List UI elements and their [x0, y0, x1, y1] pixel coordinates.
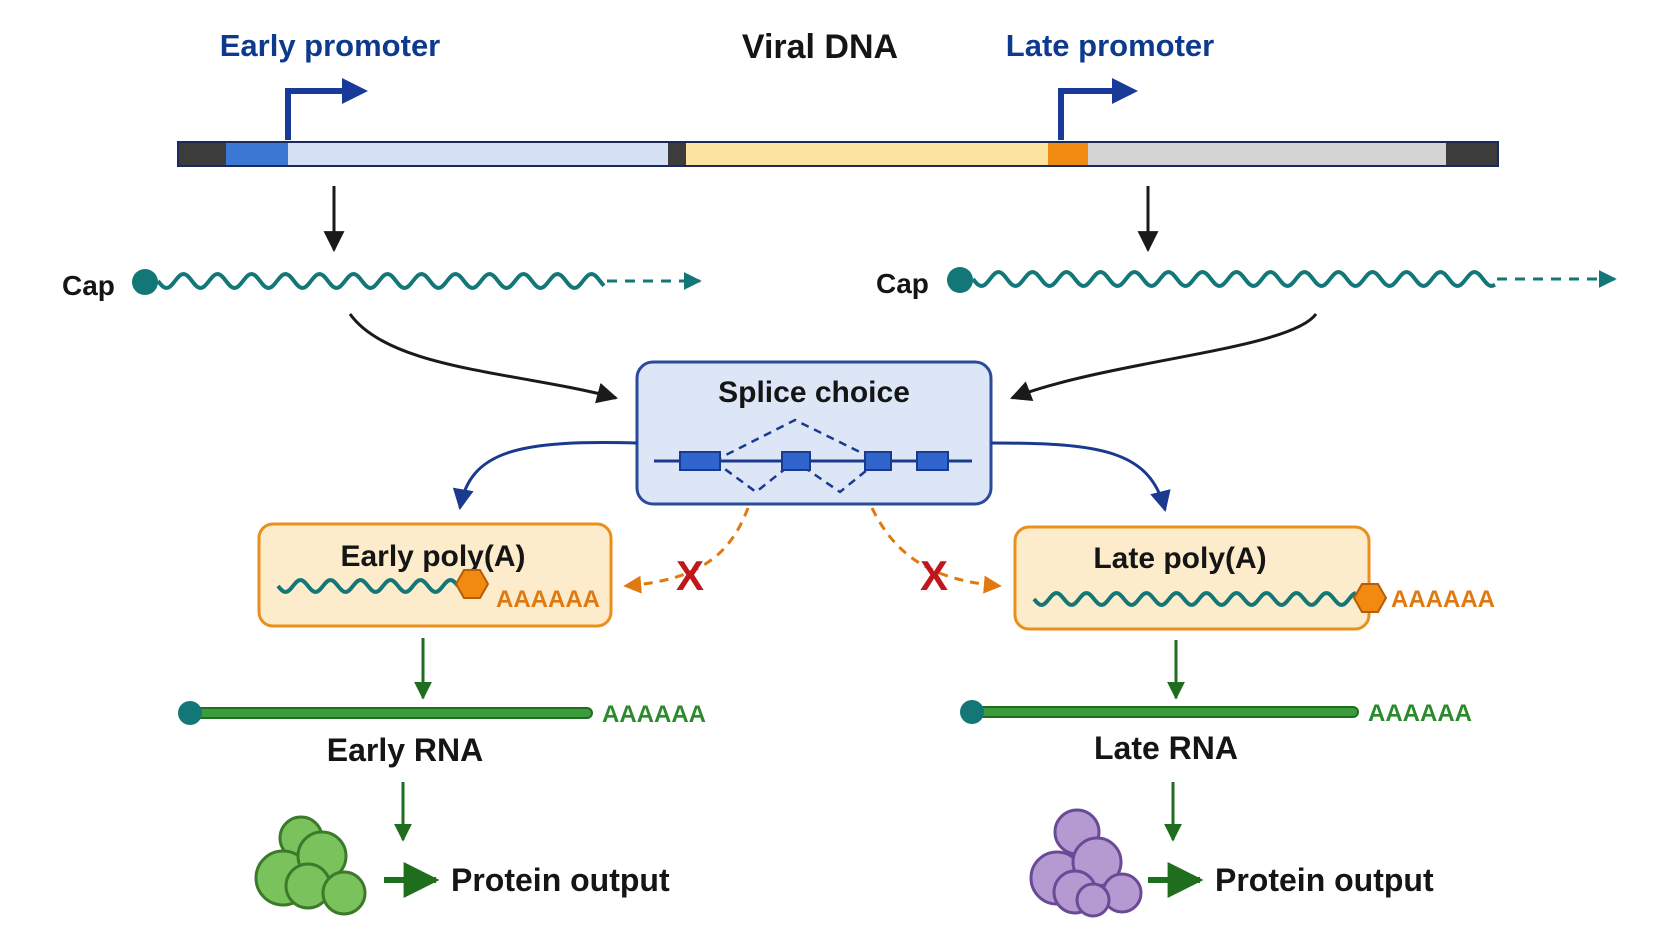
early-rna-tail: AAAAAA	[602, 701, 706, 728]
late-mature-rna: AAAAAA	[960, 700, 1472, 727]
early-gene-region	[288, 143, 668, 165]
splice-to-late-polya-arrow	[990, 441, 1171, 513]
early-rna-cap-icon	[178, 701, 202, 725]
early-promoter-block	[226, 143, 288, 165]
late-protein-label: Protein output	[1215, 862, 1434, 898]
late-to-splice-arrow	[1010, 313, 1318, 401]
splice-to-early-polya-arrow	[452, 441, 638, 511]
exon-4	[916, 451, 949, 471]
late-polya-title: Late poly(A)	[1093, 542, 1266, 575]
early-polya-title: Early poly(A)	[340, 540, 525, 573]
early-promoter-label: Early promoter	[220, 28, 441, 63]
cap-icon-right	[947, 267, 973, 293]
early-to-splice-arrow	[348, 313, 619, 404]
blocked-x-left: X	[676, 552, 704, 599]
early-polya-transcript	[276, 577, 460, 595]
late-promoter-block	[1048, 143, 1088, 165]
splice-choice-title: Splice choice	[718, 376, 910, 409]
splice-choice-box: Splice choice	[635, 360, 993, 506]
late-rna-tail: AAAAAA	[1368, 700, 1472, 727]
intergenic-region	[686, 143, 1048, 165]
early-rna-label: Early RNA	[327, 732, 484, 768]
diagram-title: Viral DNA	[742, 28, 898, 66]
cap-label-right: Cap	[876, 268, 929, 299]
early-polya-hexagon-icon	[454, 569, 490, 599]
late-pre-mrna	[971, 269, 1496, 289]
cap-label-left: Cap	[62, 270, 115, 301]
late-rna-label: Late RNA	[1094, 730, 1238, 766]
cap-icon-left	[132, 269, 158, 295]
late-protein-blob-icon	[1029, 808, 1143, 918]
early-protein-blob-icon	[254, 815, 367, 916]
late-rna-cap-icon	[960, 700, 984, 724]
alternative-splice-upper	[713, 418, 879, 463]
early-promoter-arrow-icon	[285, 78, 368, 140]
blocked-path-right	[870, 507, 1002, 594]
exon-3	[864, 451, 892, 471]
early-protein-label: Protein output	[451, 862, 670, 898]
late-polya-hexagon-icon	[1352, 583, 1388, 613]
late-polya-tail: AAAAAA	[1391, 586, 1495, 613]
early-polya-box: Early poly(A) AAAAAA	[257, 522, 613, 628]
blocked-x-right: X	[920, 552, 948, 599]
late-promoter-label: Late promoter	[1006, 28, 1214, 63]
late-gene-region	[1088, 143, 1446, 165]
early-mature-rna: AAAAAA	[178, 701, 706, 728]
late-polya-transcript	[1032, 590, 1357, 608]
blocked-path-left	[623, 507, 750, 594]
viral-dna-bar	[177, 141, 1499, 167]
early-pre-mrna	[156, 271, 606, 291]
exon-2	[781, 451, 811, 471]
late-polya-box: Late poly(A) AAAAAA	[1013, 525, 1495, 631]
late-promoter-arrow-icon	[1058, 78, 1138, 140]
early-polya-tail: AAAAAA	[496, 586, 600, 613]
exon-1	[679, 451, 721, 471]
